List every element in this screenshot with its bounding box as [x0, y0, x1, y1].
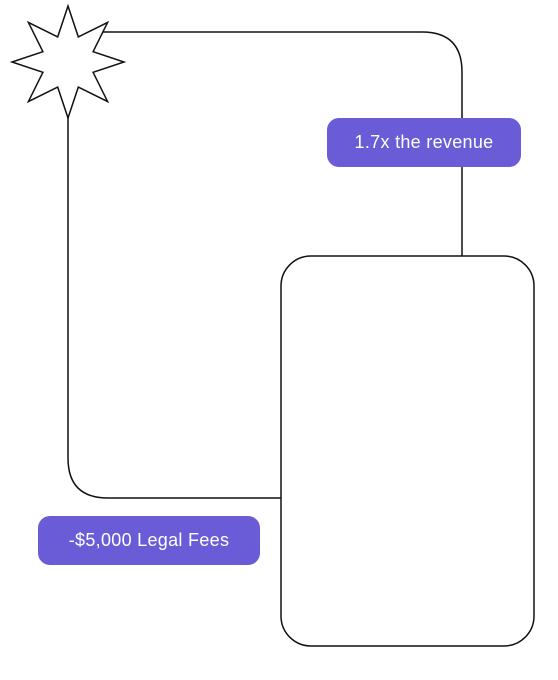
legal-fees-label: -$5,000 Legal Fees: [68, 530, 230, 550]
revenue-multiplier-badge: 1.7x the revenue: [327, 118, 521, 167]
legal-fees-badge: -$5,000 Legal Fees: [38, 516, 260, 565]
flow-path-outline: [67, 31, 463, 499]
card-rectangle: [280, 255, 535, 647]
revenue-multiplier-label: 1.7x the revenue: [354, 132, 494, 152]
eight-point-star-icon: [9, 3, 127, 121]
